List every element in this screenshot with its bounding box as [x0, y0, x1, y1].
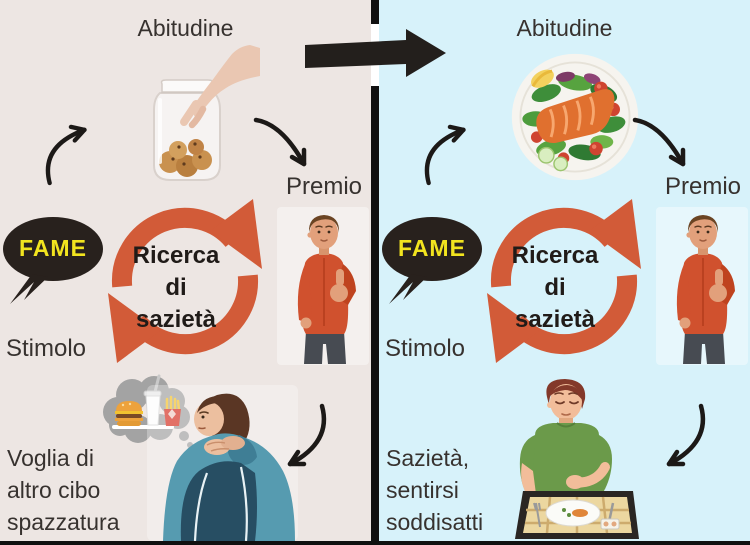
outcome-line: Voglia di: [7, 445, 94, 471]
left-panel: Abitudine Premio FAME Ricerca di sazietà…: [0, 0, 371, 545]
hunger-label: FAME: [19, 235, 87, 261]
cycle-caption: Ricerca di sazietà: [86, 240, 266, 336]
cycle-caption-line: sazietà: [514, 306, 596, 333]
habit-to-reward-arrow-icon: [252, 116, 316, 176]
cycle-caption-line: sazietà: [135, 306, 217, 333]
cycle-caption: Ricerca di sazietà: [465, 240, 645, 336]
cycle-caption-line: Ricerca: [511, 242, 599, 269]
habit-to-reward-arrow-icon: [631, 116, 695, 176]
cycle-caption-line: di: [165, 274, 187, 301]
stimulus-label: Stimolo: [385, 335, 466, 362]
habit-label: Abitudine: [137, 15, 234, 41]
outcome-line: altro cibo: [7, 477, 101, 503]
thumbs-up-man-illustration: [276, 206, 370, 366]
hunger-speech-bubble: FAME: [381, 216, 483, 308]
outcome-line: Sazietà,: [386, 445, 470, 471]
reward-label: Premio: [285, 173, 363, 200]
thumbs-up-man-illustration: [655, 206, 749, 366]
cycle-caption-line: Ricerca: [132, 242, 220, 269]
hunger-label: FAME: [398, 235, 466, 261]
outcome-line: spazzatura: [7, 509, 120, 535]
outcome-caption: Voglia di altro cibo spazzatura: [7, 442, 197, 538]
cycle-caption-line: di: [544, 274, 566, 301]
bottom-border: [0, 541, 750, 545]
outcome-caption: Sazietà, sentirsi soddisatti: [386, 442, 576, 538]
outcome-line: soddisatti: [386, 509, 484, 535]
right-panel: Abitudine Premio FAME Ricerca di sazietà…: [379, 0, 750, 545]
reward-label: Premio: [664, 173, 742, 200]
habit-label: Abitudine: [516, 15, 613, 41]
cookie-jar-illustration: [140, 40, 260, 185]
hunger-speech-bubble: FAME: [2, 216, 104, 308]
stimulus-label: Stimolo: [6, 335, 87, 362]
salmon-salad-illustration: [508, 50, 642, 184]
habit-transfer-arrow-icon: [305, 29, 446, 77]
outcome-line: sentirsi: [386, 477, 459, 503]
reward-to-outcome-arrow-icon: [278, 402, 336, 476]
reward-to-outcome-arrow-icon: [657, 402, 715, 476]
stimulus-to-habit-arrow-icon: [40, 120, 98, 188]
stimulus-to-habit-arrow-icon: [419, 120, 477, 188]
panel-divider: [371, 0, 379, 545]
